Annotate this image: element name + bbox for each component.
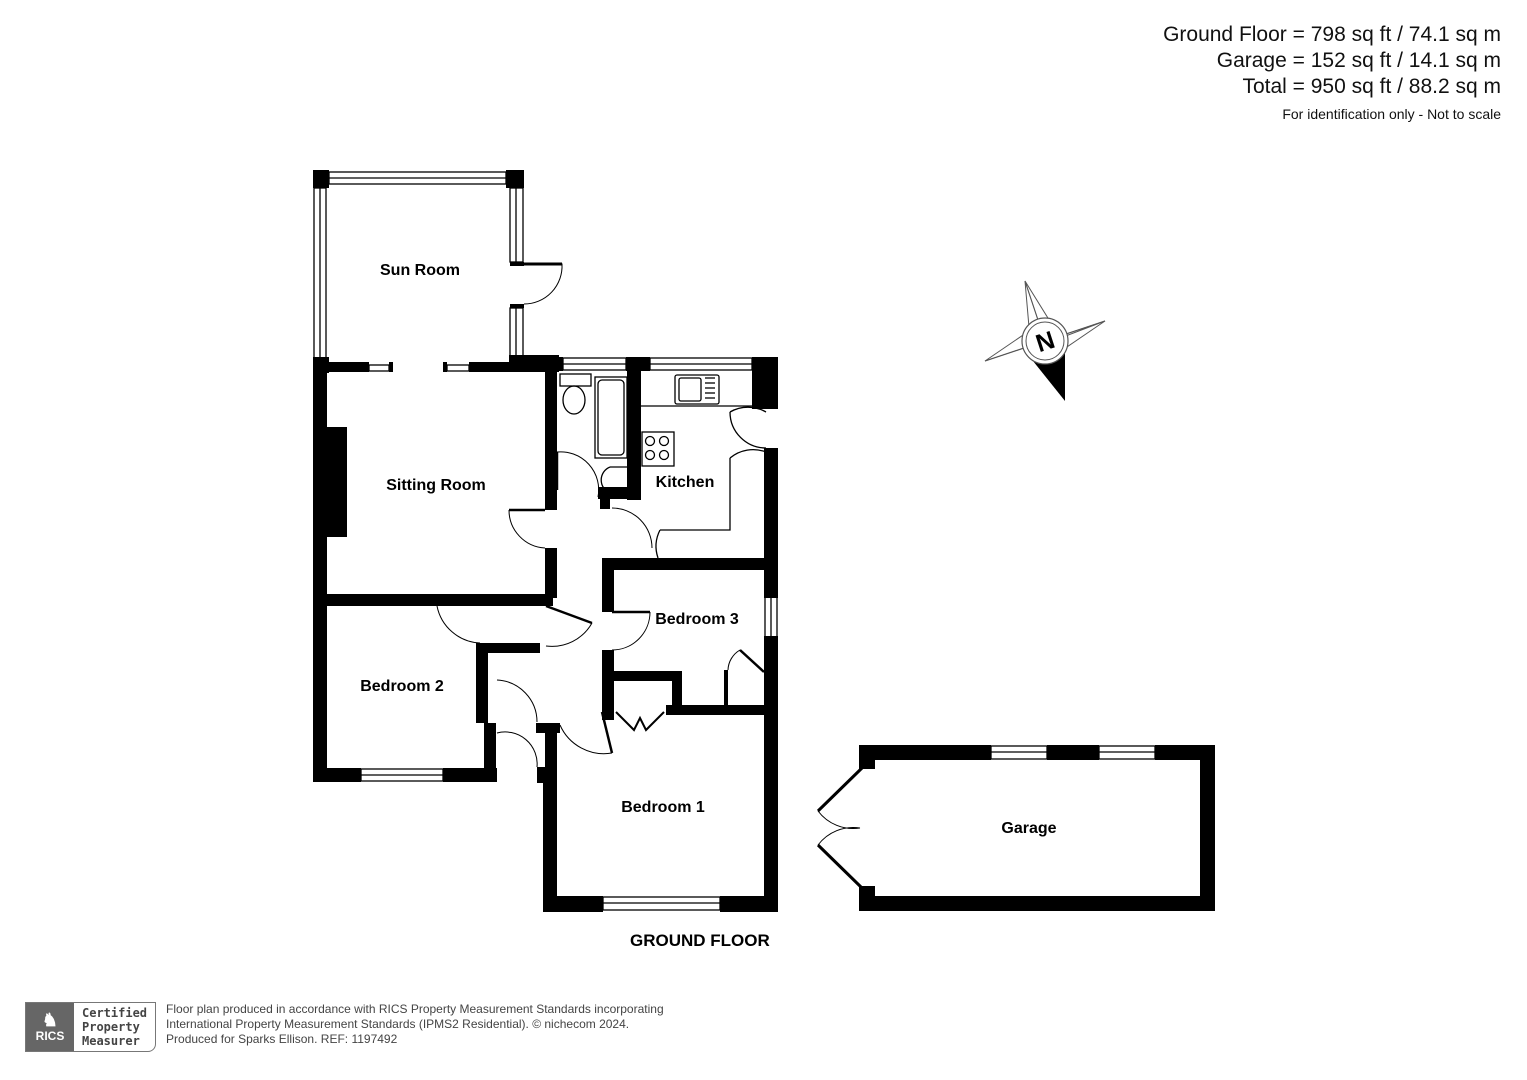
total-area: Total = 950 sq ft / 88.2 sq m [1242, 75, 1501, 98]
compass-north-icon: N [984, 280, 1106, 401]
rics-lion-icon: ♞ [41, 1010, 59, 1030]
footer-line-1: Floor plan produced in accordance with R… [166, 1002, 664, 1016]
room-label-bedroom-1: Bedroom 1 [621, 799, 705, 816]
rics-logo: ♞ RICS [26, 1003, 74, 1051]
footer: ♞ RICS Certified Property Measurer Floor… [25, 1002, 664, 1052]
footer-credits: Floor plan produced in accordance with R… [166, 1002, 664, 1047]
room-label-bedroom-3: Bedroom 3 [655, 611, 739, 628]
room-label-sitting-room: Sitting Room [386, 477, 486, 494]
room-label-bedroom-2: Bedroom 2 [360, 678, 444, 695]
rics-badge: ♞ RICS Certified Property Measurer [25, 1002, 157, 1052]
ground-floor-area: Ground Floor = 798 sq ft / 74.1 sq m [1163, 23, 1501, 46]
room-label-sun-room: Sun Room [380, 262, 460, 279]
room-label-kitchen: Kitchen [655, 474, 715, 491]
footer-line-2: International Property Measurement Stand… [166, 1017, 630, 1031]
garage-area: Garage = 152 sq ft / 14.1 sq m [1216, 49, 1501, 72]
footer-line-3: Produced for Sparks Ellison. REF: 119749… [166, 1032, 398, 1046]
badge-text: Certified Property Measurer [82, 1006, 148, 1048]
disclaimer: For identification only - Not to scale [1282, 106, 1501, 122]
floor-title: GROUND FLOOR [630, 931, 770, 950]
area-summary: Ground Floor = 798 sq ft / 74.1 sq m Gar… [1163, 22, 1501, 122]
room-label-garage: Garage [1001, 820, 1057, 837]
